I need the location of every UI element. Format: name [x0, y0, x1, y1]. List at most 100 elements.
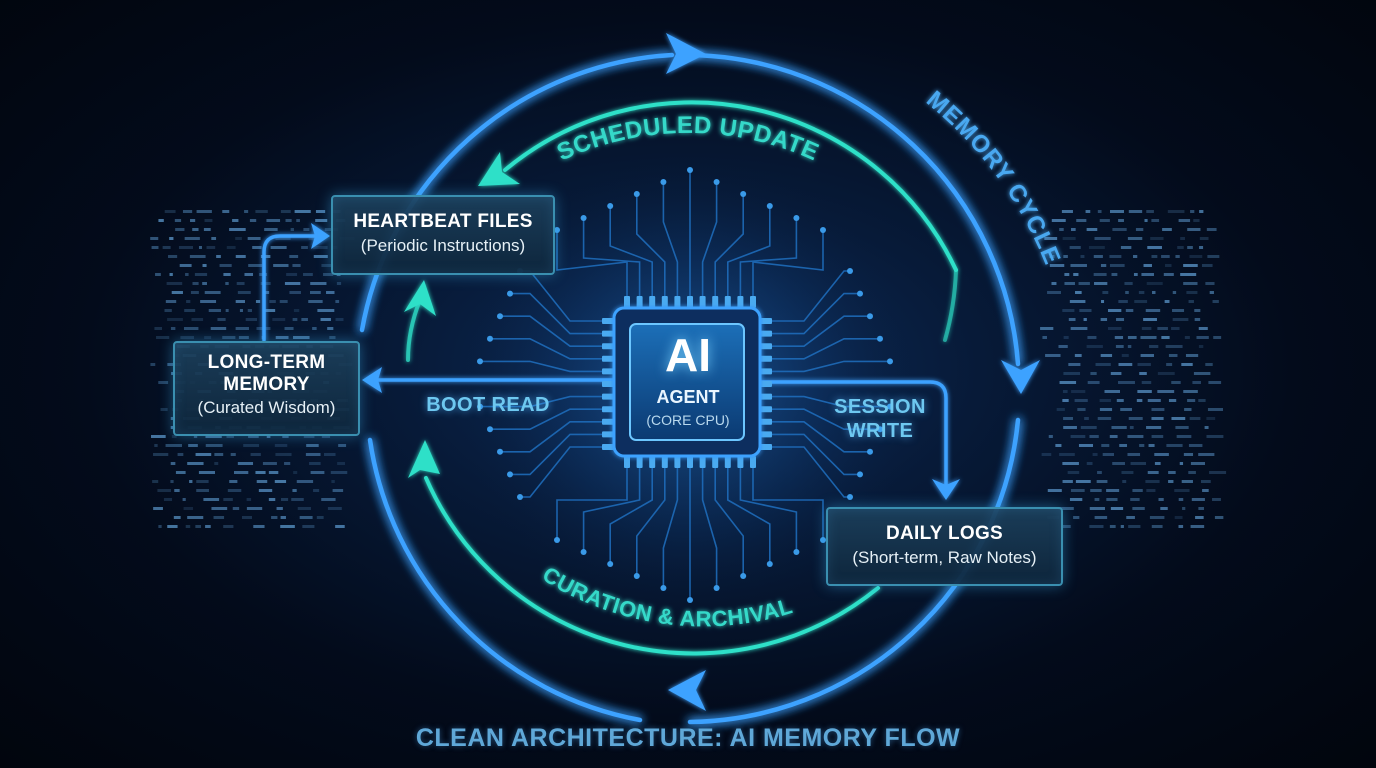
data-stream-icon — [1212, 498, 1221, 501]
data-stream-icon — [1162, 228, 1172, 231]
data-stream-icon — [1063, 426, 1077, 429]
data-stream-icon — [173, 516, 181, 519]
data-stream-icon — [163, 498, 173, 501]
data-stream-icon — [262, 462, 277, 465]
data-stream-icon — [205, 435, 222, 438]
data-stream-icon — [310, 471, 325, 474]
data-stream-icon — [327, 327, 334, 330]
data-stream-icon — [1110, 507, 1124, 510]
data-stream-icon — [293, 309, 300, 312]
heartbeat-title: HEARTBEAT FILES — [353, 211, 533, 232]
data-stream-icon — [284, 282, 301, 285]
chip-pin — [649, 456, 656, 468]
arrow-icon — [666, 33, 706, 74]
circuit-node — [820, 227, 826, 233]
chip-pin — [602, 330, 614, 337]
data-stream-icon — [266, 435, 271, 438]
data-stream-icon — [1127, 336, 1137, 339]
circuit-trace-icon — [480, 395, 602, 408]
data-stream-icon — [1165, 345, 1183, 348]
data-stream-icon — [1186, 291, 1198, 294]
data-stream-icon — [1154, 453, 1169, 456]
data-stream-icon — [1069, 498, 1083, 501]
data-stream-icon — [167, 318, 183, 321]
cpu-chip-icon — [612, 306, 762, 458]
data-stream-icon — [297, 507, 311, 510]
data-stream-icon — [230, 453, 236, 456]
longterm-title-line1: LONG-TERM — [207, 352, 326, 373]
data-stream-icon — [1209, 291, 1214, 294]
data-stream-icon — [1205, 282, 1215, 285]
arrow-icon — [1001, 360, 1040, 394]
circuit-node — [687, 167, 693, 173]
data-stream-icon — [1192, 381, 1201, 384]
data-stream-icon — [242, 516, 253, 519]
data-stream-icon — [1120, 525, 1124, 528]
circuit-trace-icon — [636, 194, 666, 296]
data-stream-icon — [1188, 300, 1194, 303]
data-stream-icon — [315, 219, 328, 222]
data-stream-icon — [1199, 246, 1204, 249]
circuit-trace-icon — [752, 468, 824, 540]
data-stream-icon — [1094, 498, 1100, 501]
chip-pin — [674, 456, 681, 468]
data-stream-icon — [306, 444, 319, 447]
chip-pin — [602, 444, 614, 450]
chip-pin — [760, 381, 772, 387]
chip-pin — [602, 343, 614, 350]
data-stream-icon — [229, 228, 246, 231]
data-stream-icon — [284, 462, 291, 465]
chip-pin — [602, 318, 614, 324]
data-stream-icon — [1161, 255, 1170, 258]
data-stream-icon — [1133, 273, 1138, 276]
data-stream-icon — [1180, 237, 1185, 240]
data-stream-icon — [1070, 264, 1087, 267]
data-stream-icon — [1112, 462, 1125, 465]
data-stream-icon — [214, 462, 219, 465]
circuit-node — [847, 268, 853, 274]
data-stream-icon — [1106, 489, 1120, 492]
data-stream-icon — [1086, 228, 1098, 231]
data-stream-icon — [1193, 219, 1200, 222]
chip-pin — [687, 456, 693, 468]
data-stream-icon — [1198, 345, 1204, 348]
chip-pin — [602, 418, 614, 425]
data-stream-icon — [1125, 309, 1134, 312]
outer-ring-arrowheads — [666, 33, 1040, 711]
data-stream-icon — [1140, 354, 1154, 357]
data-stream-icon — [1109, 264, 1125, 267]
data-stream-icon — [252, 246, 262, 249]
chip-pin — [712, 296, 719, 308]
data-stream-icon — [1208, 381, 1222, 384]
data-stream-icon — [190, 219, 196, 222]
circuit-node — [867, 313, 873, 320]
data-stream-icon — [1074, 399, 1088, 402]
data-stream-icon — [1206, 417, 1216, 420]
data-stream-icon — [203, 228, 211, 231]
data-stream-icon — [175, 228, 185, 231]
data-stream-icon — [235, 327, 249, 330]
data-stream-icon — [330, 471, 348, 474]
data-stream-icon — [194, 273, 208, 276]
data-stream-icon — [233, 471, 249, 474]
data-stream-icon — [1047, 489, 1062, 492]
data-stream-icon — [165, 300, 177, 303]
circuit-trace-icon — [500, 421, 602, 453]
data-stream-icon — [296, 480, 314, 483]
data-stream-icon — [1187, 228, 1201, 231]
data-stream-icon — [216, 255, 221, 258]
data-stream-icon — [1194, 318, 1201, 321]
chip-pin — [760, 418, 772, 425]
data-stream-icon — [1064, 282, 1075, 285]
data-stream-icon — [1064, 273, 1070, 276]
data-stream-icon — [315, 210, 326, 213]
data-stream-icon — [293, 471, 298, 474]
data-stream-icon — [289, 255, 299, 258]
data-stream-icon — [289, 291, 301, 294]
circuit-node — [633, 191, 640, 197]
data-stream-icon — [1191, 498, 1205, 501]
data-stream-icon — [1073, 516, 1080, 519]
data-stream-icon — [1180, 273, 1197, 276]
data-stream-icon — [1120, 408, 1133, 411]
data-stream-icon — [154, 327, 163, 330]
